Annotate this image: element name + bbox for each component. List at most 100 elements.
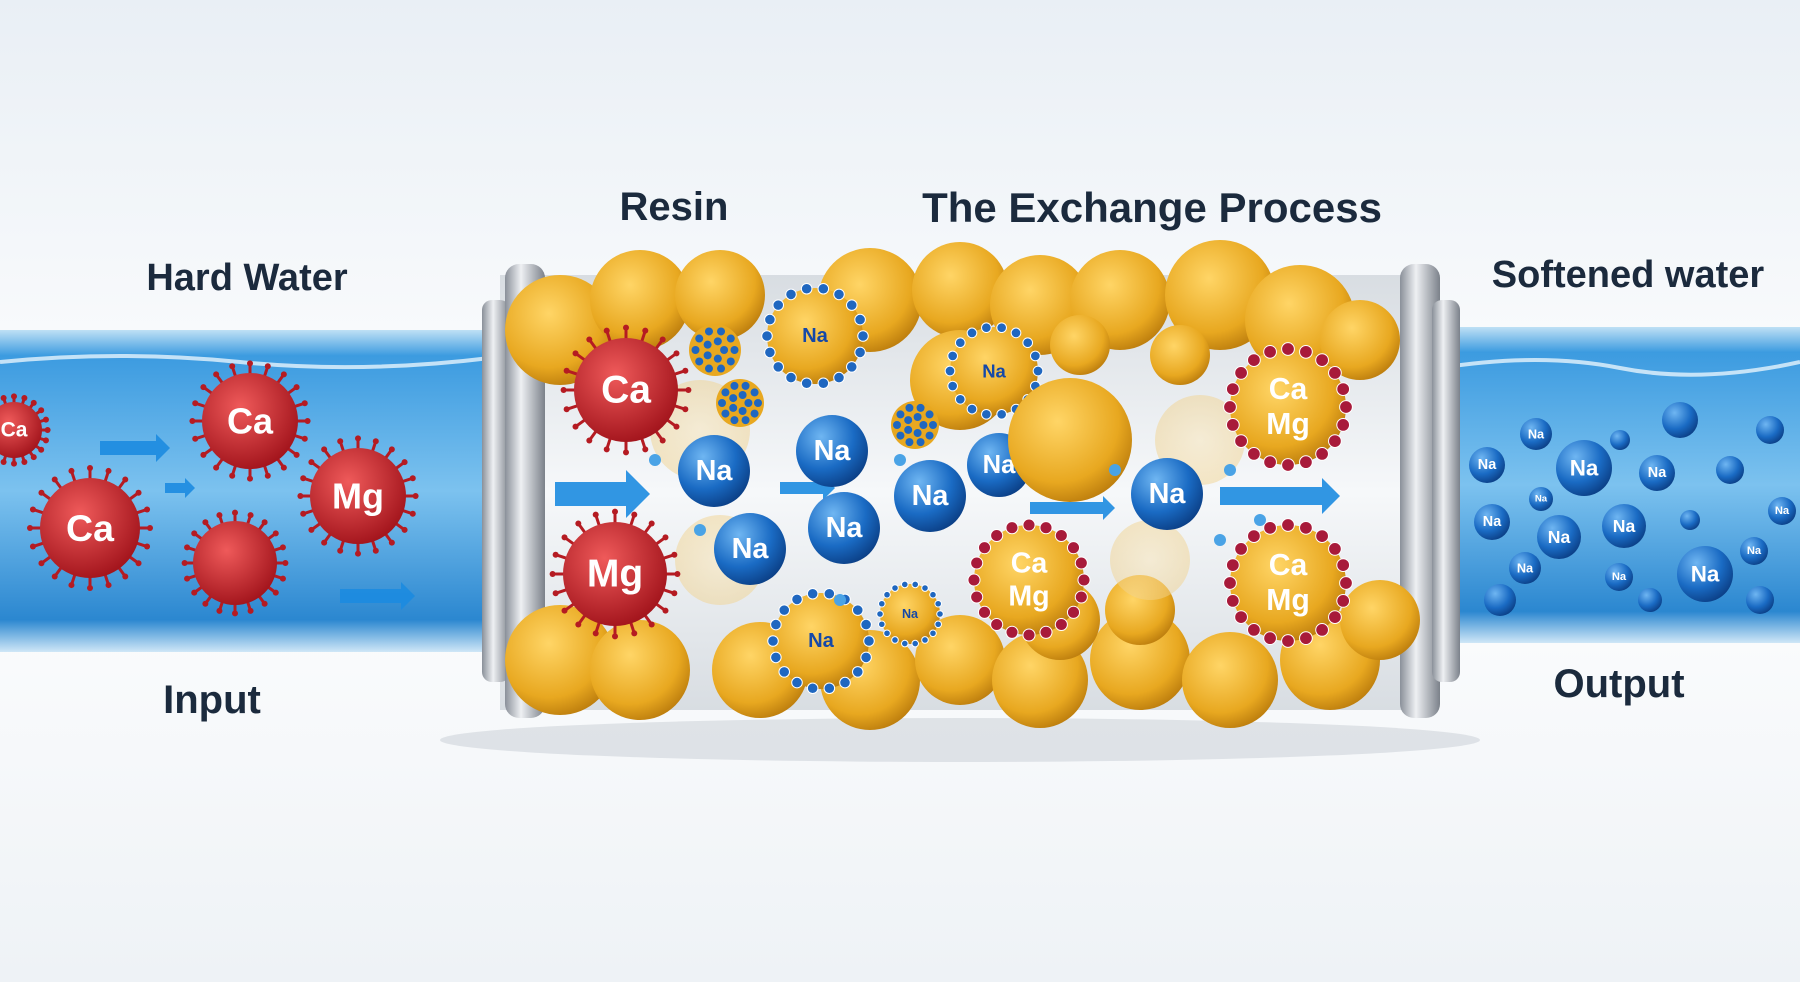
water-bubble xyxy=(1662,402,1698,438)
water-bubble xyxy=(1680,510,1700,530)
ion-label: Na xyxy=(902,607,919,621)
sodium-ion: Na xyxy=(1529,487,1553,511)
bubble xyxy=(649,454,661,466)
flow-arrow-icon xyxy=(1220,478,1340,514)
ion-label: Na xyxy=(1648,465,1667,481)
hardness-ion: Ca xyxy=(0,393,51,467)
ion-label: Na xyxy=(1149,478,1187,510)
flow-arrow-icon xyxy=(165,478,195,498)
sodium-ion: Na xyxy=(796,415,868,487)
floor-shadow xyxy=(440,718,1480,762)
sodium-ion: Na xyxy=(1520,418,1552,450)
sodium-ion: Na xyxy=(1556,440,1612,496)
ion-label: Ca xyxy=(1,419,28,442)
resin-bead xyxy=(1008,378,1132,502)
bubble xyxy=(694,524,706,536)
sodium-ion: Na xyxy=(1605,563,1633,591)
resin-bead xyxy=(912,242,1008,338)
ion-label: Ca xyxy=(66,507,115,549)
flow-arrow-icon xyxy=(340,582,415,610)
ion-label: Ca xyxy=(227,401,274,442)
ion-label: Mg xyxy=(587,553,643,596)
bubble xyxy=(1109,464,1121,476)
output-label: Output xyxy=(1553,662,1684,706)
ion-label: Mg xyxy=(1266,584,1310,617)
hardness-ion: Ca xyxy=(560,324,692,456)
hardness-ion xyxy=(181,509,289,617)
resin-bead xyxy=(675,250,765,340)
resin-bead xyxy=(1182,632,1278,728)
sodium-ion: Na xyxy=(1602,504,1646,548)
ion-label: Na xyxy=(696,455,734,487)
flow-arrows xyxy=(100,434,1340,610)
water-bubble xyxy=(1746,586,1774,614)
sodium-ion: Na xyxy=(1131,458,1203,530)
ion-label: Na xyxy=(1478,457,1497,473)
sodium-ion: Na xyxy=(1768,497,1796,525)
water-bubble xyxy=(1716,456,1744,484)
exchange-process-label: The Exchange Process xyxy=(922,184,1382,231)
ion-label: Ca xyxy=(1011,548,1049,580)
ion-label: Na xyxy=(1613,516,1636,536)
sodium-ion: Na xyxy=(1469,447,1505,483)
ion-label: Na xyxy=(732,533,770,565)
ion-label: Na xyxy=(1747,545,1762,557)
ion-label: Na xyxy=(1517,561,1534,576)
ion-label: Na xyxy=(1691,562,1720,587)
water-bubble xyxy=(1638,588,1662,612)
resin-bead xyxy=(590,620,690,720)
resin-bead xyxy=(1320,300,1400,380)
bubble xyxy=(1224,464,1236,476)
sodium-ion: Na xyxy=(1677,546,1733,602)
ion-label: Na xyxy=(1535,494,1548,505)
ion-label: Mg xyxy=(332,476,384,517)
ion-label: Na xyxy=(808,630,835,652)
ion-label: Ca xyxy=(1269,549,1308,582)
sodium-ion: Na xyxy=(894,460,966,532)
sodium-cluster xyxy=(891,401,939,449)
sodium-ion: Na xyxy=(1474,504,1510,540)
sodium-ion: Na xyxy=(1537,515,1581,559)
flow-arrow-icon xyxy=(555,470,650,518)
ion-label: Na xyxy=(912,480,950,512)
resin-bead xyxy=(1090,610,1190,710)
flow-arrow-icon xyxy=(100,434,170,462)
resin-bead xyxy=(915,615,1005,705)
ion-label: Ca xyxy=(1269,373,1308,406)
left-flange xyxy=(482,300,510,682)
resin-label: Resin xyxy=(620,185,729,229)
resin-bead xyxy=(1110,520,1190,600)
ion-label: Na xyxy=(802,325,829,347)
ion-label: Na xyxy=(1548,527,1571,547)
sodium-ion: Na xyxy=(1639,455,1675,491)
flow-arrow-icon xyxy=(1030,496,1115,520)
water-bubble xyxy=(1756,416,1784,444)
resin-bead-sodium-loaded: Na xyxy=(761,282,869,390)
sodium-ion: Na xyxy=(808,492,880,564)
ion-label: Ca xyxy=(601,369,651,412)
sodium-cluster xyxy=(716,379,764,427)
sodium-cluster xyxy=(689,324,741,376)
ion-label: Na xyxy=(1570,456,1599,481)
ion-label: Na xyxy=(826,512,864,544)
hardness-ion: Ca xyxy=(27,465,153,591)
hardness-ion: Ca xyxy=(189,360,311,482)
resin-beads xyxy=(505,240,1420,730)
hardness-ion: Mg xyxy=(549,508,681,640)
bubble xyxy=(894,454,906,466)
bubble xyxy=(1214,534,1226,546)
sodium-ion: Na xyxy=(678,435,750,507)
ion-label: Na xyxy=(814,435,852,467)
hard-water-label: Hard Water xyxy=(146,257,348,299)
input-label: Input xyxy=(163,678,261,722)
resin-bead xyxy=(1050,315,1110,375)
water-bubble xyxy=(1610,430,1630,450)
softened-water-label: Softened water xyxy=(1492,254,1765,296)
sodium-ion: Na xyxy=(1509,552,1541,584)
ion-label: Na xyxy=(1775,505,1790,517)
